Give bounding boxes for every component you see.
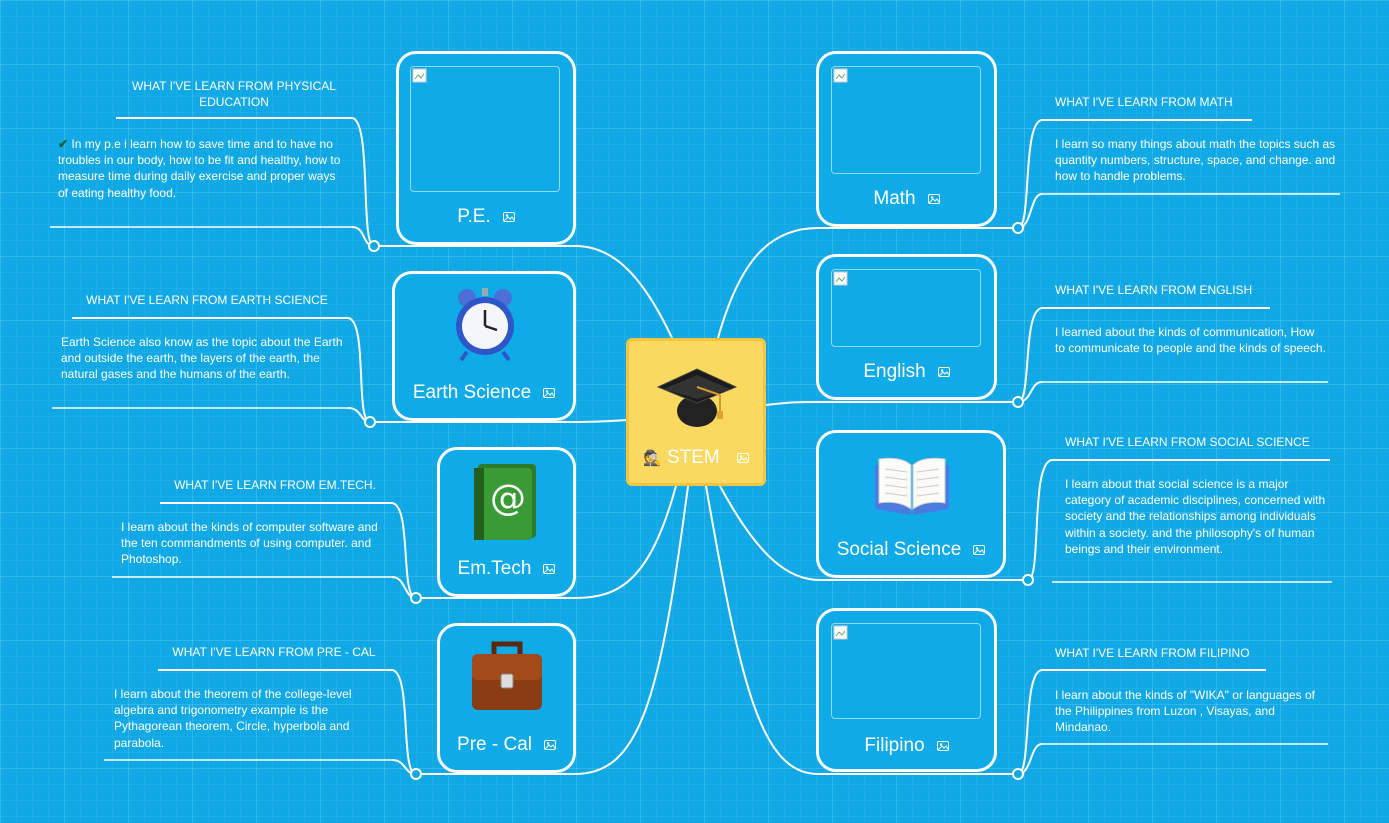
image-icon[interactable] xyxy=(502,211,515,222)
note-body-em-tech[interactable]: I learn about the kinds of computer soft… xyxy=(121,520,378,567)
detective-icon: 🕵 xyxy=(642,450,662,467)
alarm-clock-icon xyxy=(456,288,514,362)
note-title-math[interactable]: WHAT I'VE LEARN FROM MATH xyxy=(1055,95,1233,109)
image-placeholder xyxy=(831,623,981,719)
branch-precal xyxy=(574,485,689,775)
note-title-em-tech[interactable]: WHAT I'VE LEARN FROM EM.TECH. xyxy=(174,478,376,492)
broken-image-icon xyxy=(833,625,848,640)
branch-math xyxy=(717,227,819,339)
branch-earth xyxy=(574,419,629,423)
center-label: 🕵 STEM xyxy=(629,447,763,469)
check-mark-icon: ✔ xyxy=(58,137,69,151)
node-filipino[interactable]: Filipino xyxy=(816,608,997,772)
open-book-icon xyxy=(875,457,949,515)
node-label-pe: P.E. xyxy=(399,206,573,228)
node-label-em-tech: Em.Tech xyxy=(440,558,573,580)
node-earth-science[interactable]: Earth Science xyxy=(392,271,576,421)
node-label-english: English xyxy=(819,361,994,383)
note-body-social-science[interactable]: I learn about that social science is a m… xyxy=(1065,477,1326,556)
center-node-stem[interactable]: 🕵 STEM xyxy=(626,338,766,486)
image-placeholder xyxy=(410,66,560,192)
note-body-earth-science[interactable]: Earth Science also know as the topic abo… xyxy=(61,335,343,382)
image-icon[interactable] xyxy=(936,740,949,751)
image-icon[interactable] xyxy=(973,544,986,555)
image-icon[interactable] xyxy=(543,563,556,574)
note-title-filipino[interactable]: WHAT I'VE LEARN FROM FILIPINO xyxy=(1055,646,1250,660)
svg-text:@: @ xyxy=(490,478,526,519)
note-body-pre-cal[interactable]: I learn about the theorem of the college… xyxy=(114,687,352,750)
branch-filipino xyxy=(705,485,819,775)
note-body-math[interactable]: I learn so many things about math the to… xyxy=(1055,137,1336,184)
note-title-pe[interactable]: WHAT I'VE LEARN FROM PHYSICAL EDUCATION xyxy=(132,79,336,109)
graduation-cap-icon xyxy=(656,368,738,427)
image-placeholder xyxy=(831,66,981,174)
note-body-filipino[interactable]: I learn about the kinds of "WIKA" or lan… xyxy=(1055,688,1316,735)
node-pe[interactable]: P.E. xyxy=(396,51,576,245)
branch-emtech xyxy=(574,485,677,599)
image-icon[interactable] xyxy=(543,387,556,398)
note-body-pe[interactable]: ✔ In my p.e i learn how to save time and… xyxy=(58,137,341,200)
node-social-science[interactable]: Social Science xyxy=(816,430,1006,578)
image-icon[interactable] xyxy=(737,452,750,463)
node-label-social-science: Social Science xyxy=(819,539,1003,561)
note-title-social-science[interactable]: WHAT I'VE LEARN FROM SOCIAL SCIENCE xyxy=(1065,435,1310,449)
node-label-math: Math xyxy=(819,188,994,210)
branch-pe xyxy=(574,245,673,339)
address-book-icon: @ xyxy=(474,464,536,540)
image-placeholder xyxy=(831,269,981,347)
node-em-tech[interactable]: @ Em.Tech xyxy=(437,447,576,597)
node-label-filipino: Filipino xyxy=(819,735,994,757)
note-body-english[interactable]: I learned about the kinds of communicati… xyxy=(1055,325,1326,356)
broken-image-icon xyxy=(833,271,848,286)
node-math[interactable]: Math xyxy=(816,51,997,227)
node-english[interactable]: English xyxy=(816,254,997,400)
broken-image-icon xyxy=(833,68,848,83)
note-title-pre-cal[interactable]: WHAT I'VE LEARN FROM PRE - CAL xyxy=(172,645,376,659)
node-label-pre-cal: Pre - Cal xyxy=(440,734,573,756)
node-pre-cal[interactable]: Pre - Cal xyxy=(437,623,576,773)
node-label-earth-science: Earth Science xyxy=(395,382,573,404)
image-icon[interactable] xyxy=(937,366,950,377)
branch-english xyxy=(765,401,819,406)
image-icon[interactable] xyxy=(543,739,556,750)
note-title-earth-science[interactable]: WHAT I'VE LEARN FROM EARTH SCIENCE xyxy=(86,293,328,307)
briefcase-icon xyxy=(472,641,542,710)
broken-image-icon xyxy=(412,68,427,83)
branch-social xyxy=(719,485,821,581)
image-icon[interactable] xyxy=(927,193,940,204)
note-title-english[interactable]: WHAT I'VE LEARN FROM ENGLISH xyxy=(1055,283,1253,297)
